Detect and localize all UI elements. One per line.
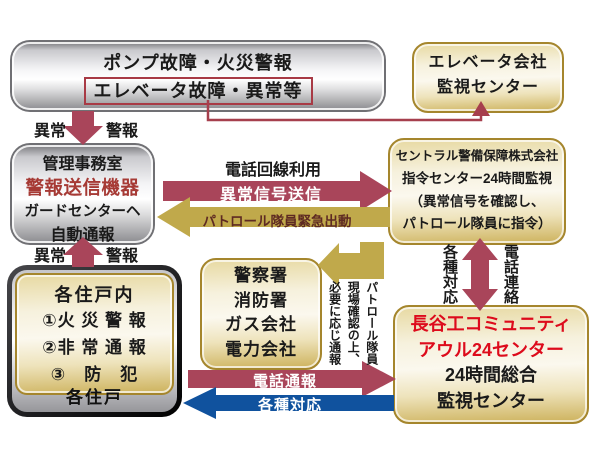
- residence-inner-panel: 各住戸内 ①火 災 警 報 ②非 常 通 報 ③ 防 犯 各住戸: [12, 270, 177, 412]
- elevator-fault-frame: エレベータ故障・異常等: [83, 77, 313, 105]
- residence-gold-panel: 各住戸内 ①火 災 警 報 ②非 常 通 報 ③ 防 犯: [15, 273, 174, 395]
- label-phone-report: 電話通報: [252, 373, 317, 390]
- elevator-company-line1: エレベータ会社: [428, 54, 548, 71]
- residence-footer: 各住戸: [66, 388, 123, 407]
- owl-center-line1: 長谷工コミュニティ: [410, 314, 572, 334]
- agency-police: 警察署: [234, 266, 288, 285]
- label-various-response-vertical: 各種対応: [441, 244, 458, 304]
- agency-electric: 電力会社: [225, 339, 297, 359]
- label-various-response: 各種対応: [257, 397, 322, 414]
- residence-box: 各住戸内 ①火 災 警 報 ②非 常 通 報 ③ 防 犯 各住戸: [7, 265, 182, 417]
- central-security-line4: パトロール隊員に指令）: [402, 216, 552, 232]
- agency-fire: 消防署: [234, 290, 288, 310]
- residence-title: 各住戸内: [54, 285, 135, 305]
- agency-gas: ガス会社: [225, 315, 297, 335]
- alarm-source-line1: ポンプ故障・火災警報: [103, 53, 293, 73]
- management-office-line3: ガードセンターヘ: [24, 204, 141, 220]
- central-security-line3: （異常信号を確認し、: [409, 193, 545, 209]
- label-phone-line: 電話回線利用: [224, 162, 321, 179]
- central-security-line2: 指令センター24時間監視: [401, 170, 553, 186]
- elevator-company-box: エレベータ会社 監視センター: [412, 42, 564, 113]
- central-security-line1: セントラル警備保障株式会社: [395, 149, 559, 163]
- agencies-box: 警察署 消防署 ガス会社 電力会社: [200, 258, 322, 370]
- owl-center-line3: 24時間総合: [444, 365, 538, 386]
- patrol-note-vertical: パトロール隊員 現場確認の上、 必要に応じ通報: [325, 281, 381, 375]
- owl-center-line4: 監視センター: [437, 390, 545, 411]
- label-alert-mid: 警報: [105, 248, 138, 265]
- label-patrol-dispatch: パトロール隊員緊急出動: [202, 214, 352, 229]
- central-security-box: セントラル警備保障株式会社 指令センター24時間監視 （異常信号を確認し、 パト…: [388, 138, 566, 245]
- residence-item-crime: ③ 防 犯: [50, 365, 139, 385]
- management-office-line1: 管理事務室: [42, 156, 123, 173]
- alarm-source-box: ポンプ故障・火災警報 エレベータ故障・異常等: [12, 42, 384, 110]
- label-phone-contact-vertical: 電話連絡: [502, 244, 519, 304]
- management-office-box: 管理事務室 警報送信機器 ガードセンターヘ 自動通報: [12, 145, 153, 244]
- label-signal-send: 異常信号送信: [219, 187, 322, 204]
- patrol-note-col3: 必要に応じ通報: [327, 281, 342, 365]
- residence-item-emergency: ②非 常 通 報: [42, 338, 147, 358]
- patrol-note-col2: 現場確認の上、: [346, 281, 361, 365]
- label-abnormal-top: 異常: [33, 123, 66, 140]
- patrol-note-col1: パトロール隊員: [364, 281, 379, 365]
- contact-updown-arrow-icon: [462, 238, 498, 311]
- residence-item-fire: ①火 災 警 報: [42, 311, 147, 330]
- label-abnormal-mid: 異常: [33, 248, 66, 265]
- owl-center-line2: アウル24センター: [417, 339, 565, 360]
- alarm-transmitter-label: 警報送信機器: [25, 177, 140, 198]
- elevator-company-line2: 監視センター: [436, 78, 539, 96]
- owl-center-box: 長谷工コミュニティ アウル24センター 24時間総合 監視センター: [393, 305, 589, 424]
- label-alert-top: 警報: [105, 123, 138, 140]
